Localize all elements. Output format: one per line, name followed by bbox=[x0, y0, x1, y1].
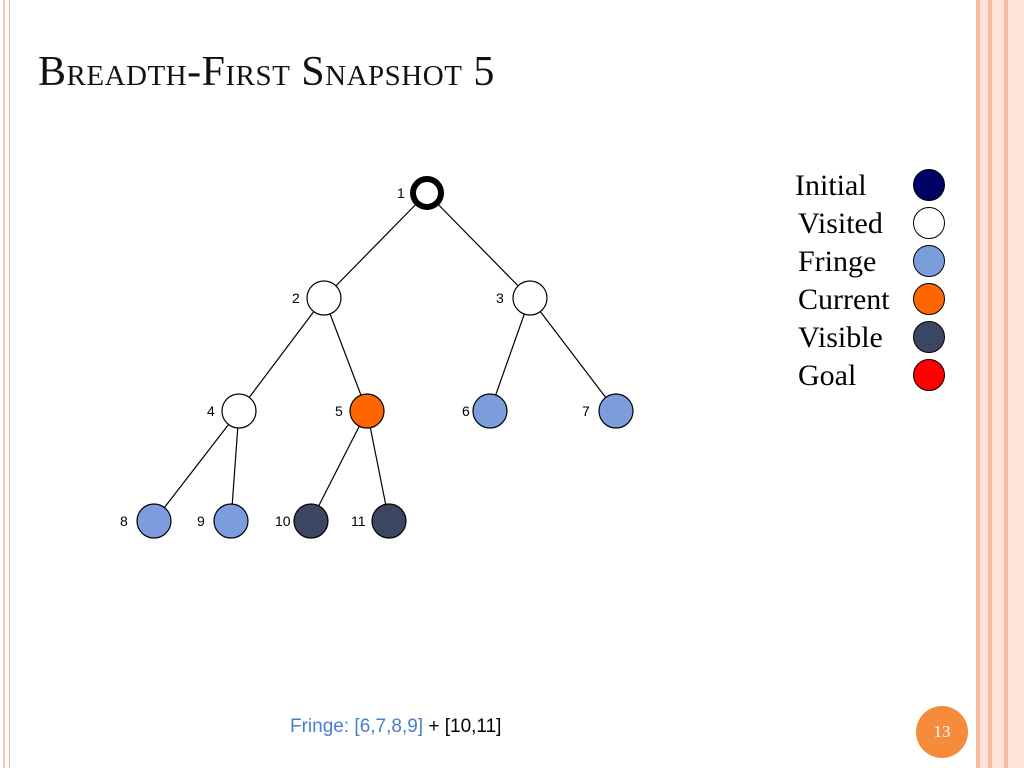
tree-node-5: 5 bbox=[335, 393, 385, 429]
tree-edge-2-4 bbox=[238, 297, 325, 412]
legend-item-visible: Visible bbox=[795, 320, 960, 358]
tree-node-9: 9 bbox=[197, 503, 249, 539]
tree-edge-2-5 bbox=[323, 297, 368, 412]
fringe-caption: Fringe: [6,7,8,9] + [10,11] bbox=[290, 716, 501, 738]
legend-item-current: Current bbox=[795, 282, 960, 320]
tree-node-circle bbox=[293, 503, 329, 539]
legend-label: Visited bbox=[798, 207, 883, 240]
right-stripe-decoration bbox=[974, 0, 1024, 768]
tree-node-circle bbox=[410, 176, 444, 210]
tree-node-label: 5 bbox=[335, 403, 343, 419]
legend-swatch-visible bbox=[913, 321, 945, 353]
fringe-caption-prefix: Fringe: [6,7,8,9] bbox=[290, 716, 424, 737]
tree-node-circle bbox=[598, 393, 634, 429]
tree-node-circle bbox=[512, 280, 548, 316]
tree-node-11: 11 bbox=[351, 503, 407, 539]
slide-title: Breadth-First Snapshot 5 bbox=[38, 49, 495, 95]
legend-item-goal: Goal bbox=[795, 358, 960, 396]
legend-swatch-goal bbox=[913, 359, 945, 391]
tree-node-circle bbox=[221, 393, 257, 429]
tree-edges bbox=[153, 192, 617, 522]
tree-node-label: 6 bbox=[462, 403, 470, 419]
tree-node-label: 1 bbox=[397, 185, 405, 201]
tree-node-circle bbox=[349, 393, 385, 429]
tree-node-label: 3 bbox=[496, 290, 504, 306]
tree-node-2: 2 bbox=[292, 280, 342, 316]
tree-node-circle bbox=[371, 503, 407, 539]
tree-edge-5-10 bbox=[310, 410, 368, 522]
page-number-badge: 13 bbox=[916, 706, 968, 758]
legend-label: Visible bbox=[798, 321, 883, 354]
legend-swatch-initial bbox=[913, 169, 945, 201]
tree-node-3: 3 bbox=[496, 280, 548, 316]
tree-node-8: 8 bbox=[120, 503, 172, 539]
tree-node-label: 2 bbox=[292, 290, 300, 306]
tree-node-circle bbox=[136, 503, 172, 539]
tree-node-4: 4 bbox=[207, 393, 257, 429]
tree-edge-4-9 bbox=[230, 410, 240, 522]
legend-item-initial: Initial bbox=[795, 168, 960, 206]
tree-node-6: 6 bbox=[462, 393, 508, 429]
legend-label: Fringe bbox=[798, 245, 877, 278]
tree-node-label: 7 bbox=[582, 403, 590, 419]
tree-node-label: 4 bbox=[207, 403, 215, 419]
legend-swatch-fringe bbox=[913, 245, 945, 277]
tree-edge-3-6 bbox=[489, 297, 531, 412]
left-border-decoration bbox=[0, 0, 10, 768]
tree-node-label: 8 bbox=[120, 513, 128, 529]
legend-swatch-visited bbox=[913, 207, 945, 239]
fringe-caption-suffix: + [10,11] bbox=[423, 716, 502, 737]
tree-node-label: 11 bbox=[351, 513, 366, 529]
legend-label: Current bbox=[798, 283, 890, 316]
legend-label: Goal bbox=[798, 359, 857, 392]
tree-node-circle bbox=[213, 503, 249, 539]
tree-node-label: 9 bbox=[197, 513, 205, 529]
legend-label: Initial bbox=[795, 169, 867, 202]
tree-node-circle bbox=[306, 280, 342, 316]
tree-edge-4-8 bbox=[153, 410, 240, 522]
tree-nodes: 1 2 3 4 5 6 7 8 9 10 11 bbox=[120, 176, 634, 539]
tree-edge-3-7 bbox=[529, 297, 617, 412]
tree-edge-1-2 bbox=[323, 192, 428, 299]
tree-node-7: 7 bbox=[582, 393, 634, 429]
legend-item-fringe: Fringe bbox=[795, 244, 960, 282]
tree-node-10: 10 bbox=[275, 503, 329, 539]
tree-edge-1-3 bbox=[426, 192, 531, 299]
tree-edge-5-11 bbox=[366, 410, 390, 522]
legend-swatch-current bbox=[913, 283, 945, 315]
tree-node-circle bbox=[472, 393, 508, 429]
tree-node-1: 1 bbox=[397, 176, 444, 210]
tree-node-label: 10 bbox=[275, 513, 291, 529]
legend: Initial Visited Fringe Current Visible G… bbox=[795, 168, 960, 396]
legend-item-visited: Visited bbox=[795, 206, 960, 244]
